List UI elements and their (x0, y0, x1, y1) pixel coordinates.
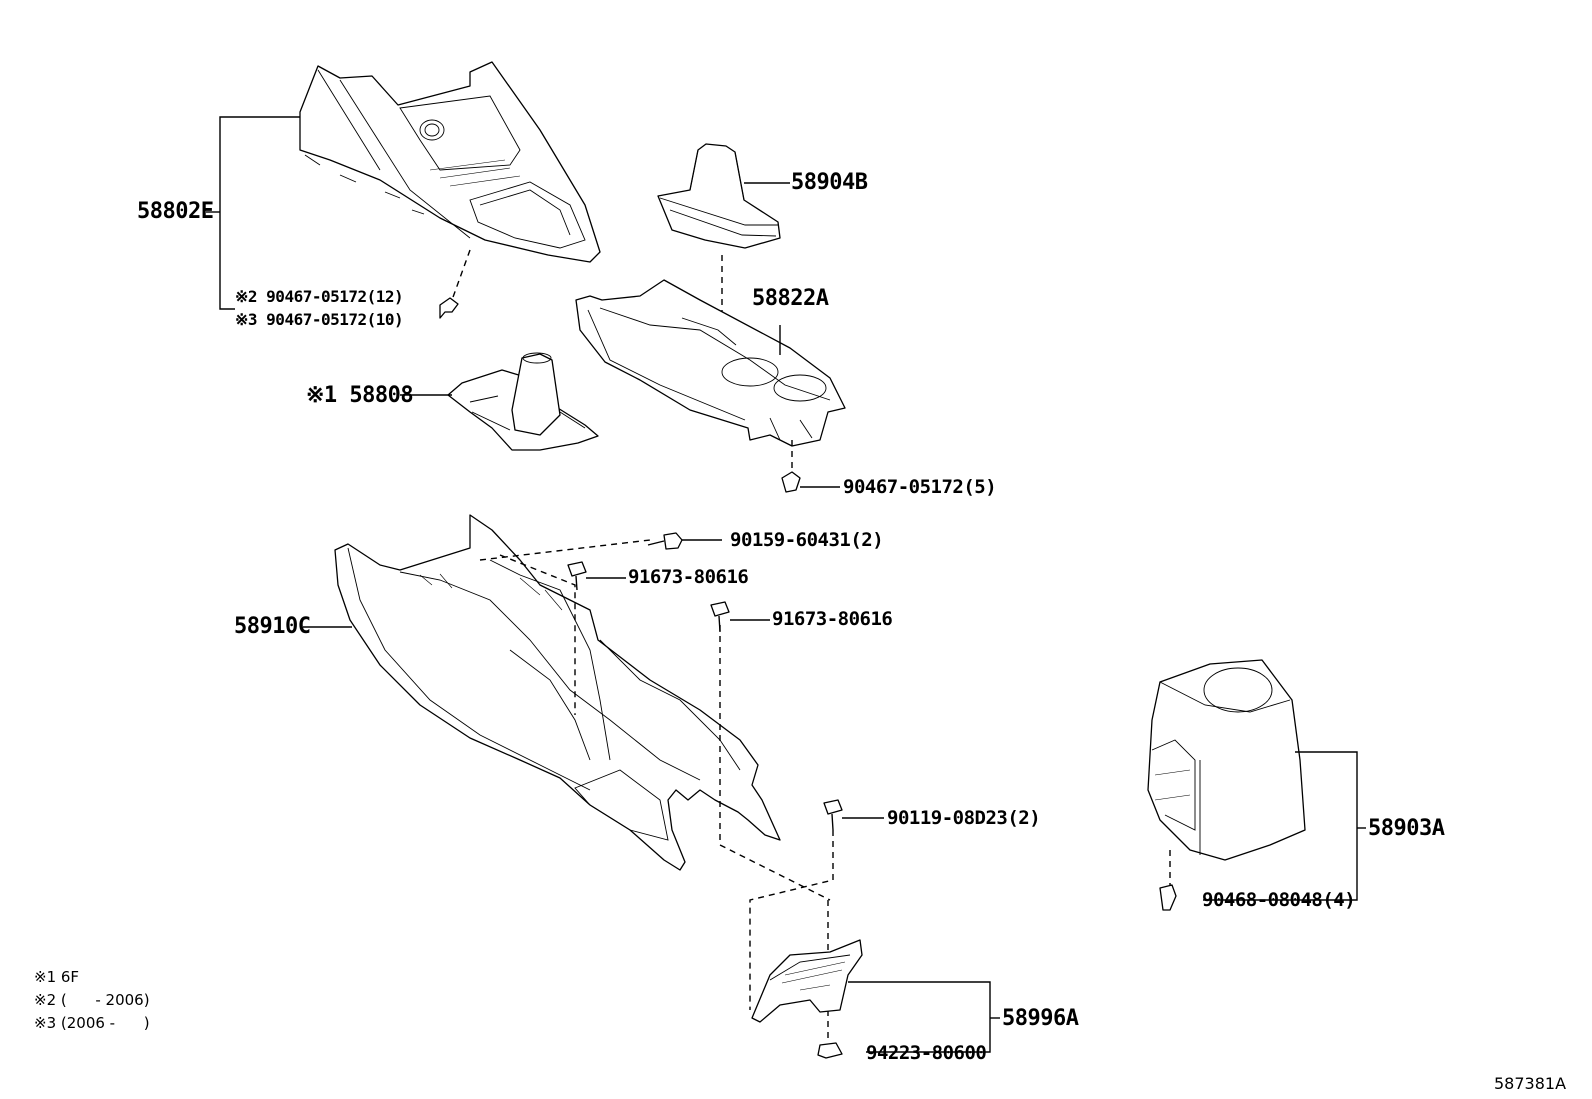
label-screw-90159: 90159-60431(2) (730, 529, 884, 551)
bolt-90119-icon (823, 799, 843, 831)
label-clip-note3: ※3 90467-05172(10) (235, 310, 404, 329)
label-58808: ※1 58808 (306, 383, 414, 408)
clip-90467-icon (781, 471, 801, 493)
footnote-3: ※3 (2006 - ) (34, 1014, 150, 1032)
upper-console-panel-58802E (299, 61, 601, 263)
leader-58802E (219, 116, 300, 310)
label-58903A: 58903A (1368, 816, 1445, 841)
label-58904B: 58904B (791, 170, 868, 195)
screw-90159-icon (647, 532, 683, 550)
label-nut-94223: 94223-80600 (866, 1042, 987, 1064)
label-bolt-91673-b: 91673-80616 (772, 608, 893, 630)
shift-boot-58904B (657, 143, 781, 249)
label-58910C: 58910C (234, 614, 311, 639)
label-58822A: 58822A (752, 286, 829, 311)
console-box-58822A (575, 279, 846, 447)
label-58996A: 58996A (1002, 1006, 1079, 1031)
label-bolt-91673-a: 91673-80616 (628, 566, 749, 588)
clip-90468-icon (1159, 884, 1177, 911)
illustration-number: 587381A (1494, 1074, 1567, 1093)
label-58802E: 58802E (137, 199, 214, 224)
side-trim-58996A (751, 939, 863, 1023)
shift-bezel-58808 (447, 352, 599, 451)
label-clip-90468: 90468-08048(4) (1202, 889, 1356, 911)
clip-90467-icon (439, 297, 459, 319)
bolt-91673-icon (567, 561, 587, 591)
label-clip-90467-5: 90467-05172(5) (843, 476, 997, 498)
label-clip-note2: ※2 90467-05172(12) (235, 287, 404, 306)
bolt-91673-icon (710, 601, 730, 633)
footnote-1: ※1 6F (34, 968, 80, 986)
rear-console-58903A (1147, 659, 1306, 861)
nut-94223-icon (817, 1042, 843, 1059)
label-bolt-90119: 90119-08D23(2) (887, 807, 1041, 829)
footnote-2: ※2 ( - 2006) (34, 991, 150, 1009)
